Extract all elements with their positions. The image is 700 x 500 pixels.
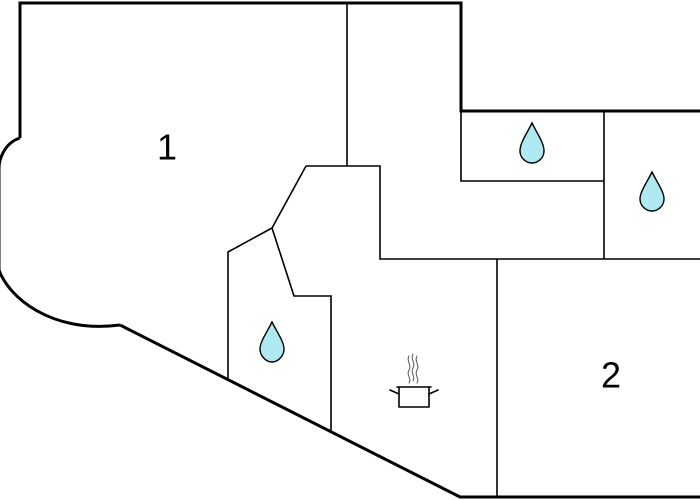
water-drop-icon — [259, 320, 285, 363]
interior-walls — [227, 3, 700, 497]
room-label-1: 1 — [157, 127, 177, 168]
outer-wall-bay — [0, 136, 121, 328]
wall-bath-top-middle — [460, 111, 604, 182]
room-label-2: 2 — [601, 355, 621, 396]
cooking-pot-icon — [389, 353, 439, 408]
water-drop-icon — [639, 170, 665, 212]
wall-bath-left-east — [271, 227, 332, 432]
outer-wall-main — [18, 1, 700, 138]
outer-wall-diagonal — [119, 323, 700, 499]
wall-hall-upper — [306, 165, 700, 260]
water-drop-icon — [519, 121, 545, 164]
wall-diagonal-hall — [227, 165, 307, 381]
